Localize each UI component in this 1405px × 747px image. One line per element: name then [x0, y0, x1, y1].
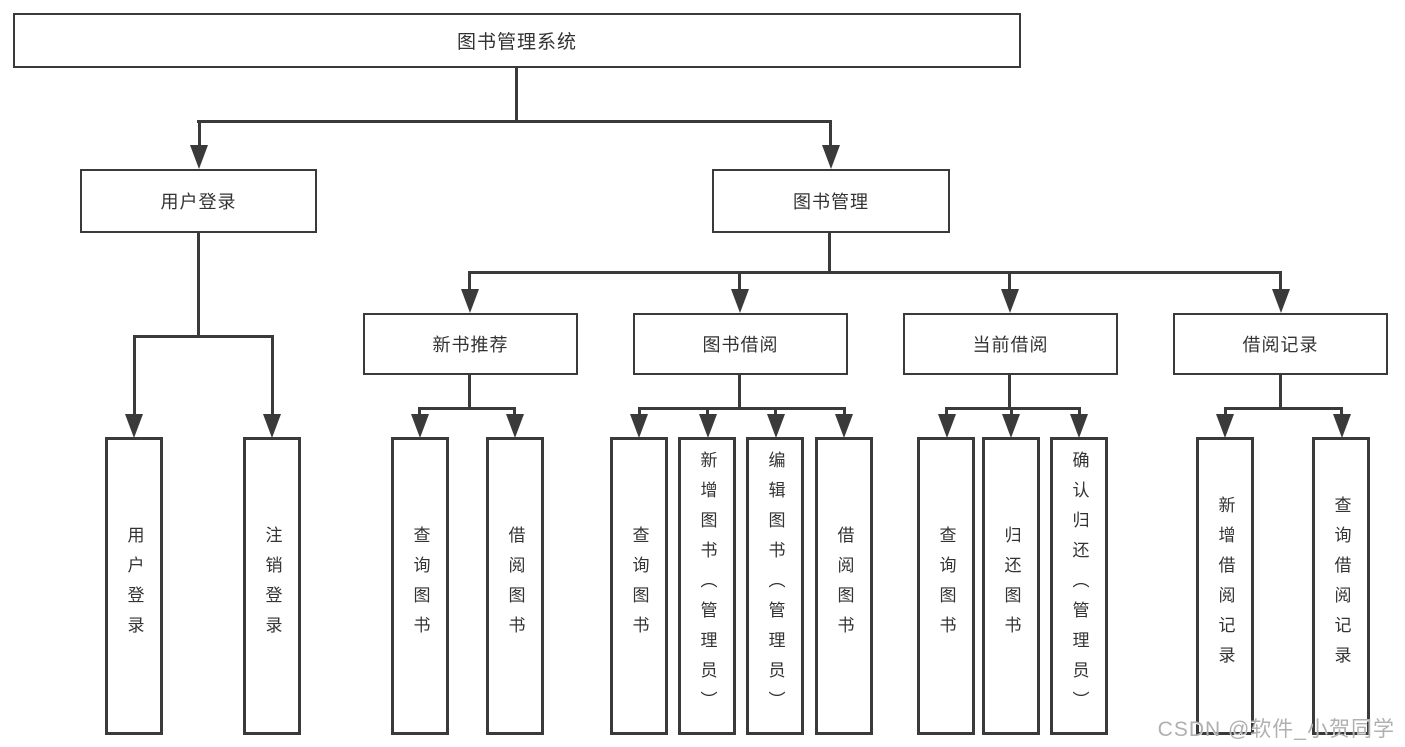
- arrow-borrow-leaf-1: [699, 414, 717, 438]
- arrow-user-leaf-1: [263, 414, 281, 438]
- connector-borrow-stem-2: [774, 407, 777, 417]
- arrow-newbook-leaf-1: [506, 414, 524, 438]
- leaf-newbook-query: 查询图书: [391, 437, 449, 735]
- connector-newbook-rail: [419, 407, 516, 410]
- connector-records-stem-0: [1224, 407, 1227, 417]
- connector-stem-book: [829, 120, 832, 150]
- node-book-borrow: 图书借阅: [633, 313, 848, 375]
- arrow-current-leaf-1: [1002, 414, 1020, 438]
- connector-records-trunk: [1279, 375, 1282, 409]
- arrow-current-leaf-0: [938, 414, 956, 438]
- connector-user-stem-1: [271, 335, 274, 417]
- connector-records-rail: [1224, 407, 1342, 410]
- leaf-borrow-edit-label: 编辑图书（管理员）: [765, 451, 785, 721]
- arrow-records-leaf-0: [1216, 414, 1234, 438]
- connector-user-stem-0: [133, 335, 136, 417]
- arrow-section-0: [461, 289, 479, 313]
- node-book-mgmt-label: 图书管理: [793, 192, 869, 212]
- leaf-newbook-borrow-label: 借阅图书: [505, 526, 525, 646]
- connector-borrow-stem-0: [638, 407, 641, 417]
- node-current-borrow-label: 当前借阅: [972, 335, 1049, 355]
- leaf-records-query-label: 查询借阅记录: [1331, 496, 1351, 676]
- connector-records-stem-1: [1340, 407, 1343, 417]
- connector-borrow-rail: [638, 407, 845, 410]
- node-root: 图书管理系统: [13, 13, 1021, 68]
- node-new-book-rec-label: 新书推荐: [432, 335, 509, 355]
- leaf-current-query-label: 查询图书: [936, 526, 956, 646]
- connector-book-trunk: [828, 233, 831, 274]
- arrow-user-leaf-0: [125, 414, 143, 438]
- node-borrow-records-label: 借阅记录: [1242, 335, 1319, 355]
- node-user-login: 用户登录: [80, 169, 317, 233]
- node-new-book-rec: 新书推荐: [363, 313, 578, 375]
- leaf-logout: 注销登录: [243, 437, 301, 735]
- connector-current-stem-2: [1078, 407, 1081, 417]
- leaf-borrow-add: 新增图书（管理员）: [678, 437, 736, 735]
- arrow-borrow-leaf-3: [835, 414, 853, 438]
- leaf-borrow-query-label: 查询图书: [629, 526, 649, 646]
- connector-current-trunk: [1008, 375, 1011, 409]
- arrow-borrow-leaf-2: [767, 414, 785, 438]
- connector-borrow-stem-3: [843, 407, 846, 417]
- arrow-newbook-leaf-0: [411, 414, 429, 438]
- connector-user-rail: [133, 335, 274, 338]
- node-borrow-records: 借阅记录: [1173, 313, 1388, 375]
- node-book-borrow-label: 图书借阅: [702, 335, 779, 355]
- csdn-watermark: CSDN @软件_小贺同学: [1157, 718, 1395, 741]
- connector-borrow-stem-1: [706, 407, 709, 417]
- connector-current-stem-1: [1010, 407, 1013, 417]
- leaf-newbook-borrow: 借阅图书: [486, 437, 544, 735]
- connector-newbook-stem-1: [513, 407, 516, 417]
- leaf-borrow-add-label: 新增图书（管理员）: [697, 451, 717, 721]
- arrow-section-2: [1001, 289, 1019, 313]
- leaf-records-add-label: 新增借阅记录: [1215, 496, 1235, 676]
- connector-borrow-trunk: [738, 375, 741, 409]
- leaf-borrow-borrow: 借阅图书: [815, 437, 873, 735]
- leaf-current-return-label: 归还图书: [1001, 526, 1021, 646]
- connector-sections-rail: [468, 271, 1282, 274]
- connector-newbook-stem-0: [418, 407, 421, 417]
- leaf-newbook-query-label: 查询图书: [410, 526, 430, 646]
- leaf-borrow-edit: 编辑图书（管理员）: [746, 437, 804, 735]
- connector-section-stem-1: [738, 271, 741, 293]
- node-book-mgmt: 图书管理: [712, 169, 950, 233]
- leaf-current-return: 归还图书: [982, 437, 1040, 735]
- node-root-label: 图书管理系统: [456, 32, 577, 53]
- connector-user-trunk: [197, 233, 200, 337]
- arrow-current-leaf-2: [1070, 414, 1088, 438]
- leaf-current-confirm-label: 确认归还（管理员）: [1069, 451, 1089, 721]
- connector-current-stem-0: [945, 407, 948, 417]
- connector-section-stem-0: [468, 271, 471, 293]
- arrow-borrow-leaf-0: [630, 414, 648, 438]
- leaf-user-login-label: 用户登录: [124, 526, 144, 646]
- node-user-login-label: 用户登录: [160, 192, 237, 212]
- leaf-records-add: 新增借阅记录: [1196, 437, 1254, 735]
- connector-level2-rail: [197, 120, 832, 123]
- node-current-borrow: 当前借阅: [903, 313, 1118, 375]
- arrow-to-book-mgmt: [822, 145, 840, 169]
- leaf-user-login: 用户登录: [105, 437, 163, 735]
- leaf-current-query: 查询图书: [917, 437, 975, 735]
- connector-root-trunk: [515, 68, 518, 122]
- leaf-logout-label: 注销登录: [262, 526, 282, 646]
- arrow-to-user-login: [190, 145, 208, 169]
- leaf-borrow-borrow-label: 借阅图书: [834, 526, 854, 646]
- connector-section-stem-2: [1008, 271, 1011, 293]
- arrow-section-3: [1272, 289, 1290, 313]
- connector-newbook-trunk: [468, 375, 471, 409]
- arrow-section-1: [731, 289, 749, 313]
- connector-section-stem-3: [1279, 271, 1282, 293]
- leaf-records-query: 查询借阅记录: [1312, 437, 1370, 735]
- leaf-borrow-query: 查询图书: [610, 437, 668, 735]
- leaf-current-confirm: 确认归还（管理员）: [1050, 437, 1108, 735]
- arrow-records-leaf-1: [1333, 414, 1351, 438]
- connector-stem-user: [198, 120, 201, 150]
